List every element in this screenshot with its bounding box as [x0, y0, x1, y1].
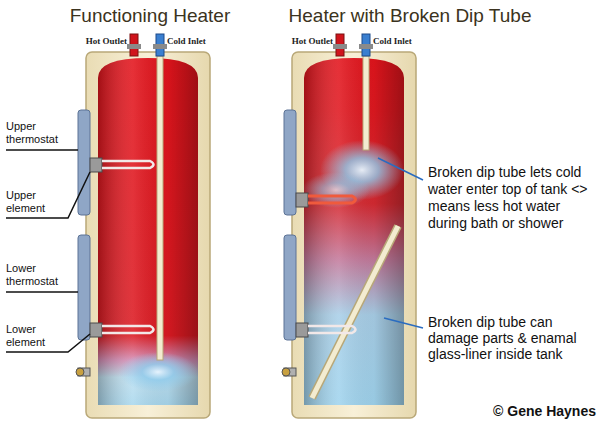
- leader-line: [6, 149, 78, 151]
- tank-water: [304, 58, 404, 405]
- heater-housing: [292, 52, 416, 418]
- thermostat: [284, 235, 296, 340]
- pipe-nut: [153, 44, 167, 49]
- thermostat: [78, 110, 90, 215]
- cold-water-plume: [302, 172, 370, 208]
- pipe-nut: [359, 44, 373, 49]
- panel-heading: Heater with Broken Dip Tube: [262, 4, 558, 28]
- element-mount: [296, 323, 308, 337]
- heater-housing: [86, 52, 210, 418]
- panel-heading: Functioning Heater: [40, 4, 260, 28]
- broken-tube-piece: [312, 226, 398, 398]
- heating-element: [102, 161, 154, 168]
- callout-note: Broken dip tube lets cold water enter to…: [428, 164, 596, 232]
- part-label: Upper thermostat: [6, 120, 74, 146]
- pipe-label: Cold Inlet: [373, 36, 429, 47]
- drain-valve: [76, 368, 84, 376]
- tank-shading: [98, 58, 198, 405]
- pipe-label: Cold Inlet: [167, 36, 223, 47]
- pipe-label: Hot Outlet: [70, 36, 127, 47]
- thermostat: [284, 110, 296, 215]
- broken-dip-tube: [363, 56, 369, 150]
- heating-element: [102, 326, 154, 333]
- heating-element: [308, 196, 356, 203]
- leader-line: [6, 291, 78, 293]
- thermostat: [78, 235, 90, 340]
- leader-line: [6, 172, 90, 218]
- leader-line: [384, 318, 423, 328]
- part-label: Lower thermostat: [6, 262, 74, 288]
- tank-shading: [304, 58, 404, 405]
- element-mount: [90, 158, 102, 172]
- dip-tube: [157, 56, 163, 360]
- part-label: Lower element: [6, 323, 66, 349]
- callout-note: Broken dip tube can damage parts & enama…: [428, 314, 596, 362]
- pipe-nut: [333, 44, 347, 49]
- element-mount: [90, 323, 102, 337]
- leader-line: [378, 158, 423, 180]
- drain-valve: [282, 368, 290, 376]
- pipe-label: Hot Outlet: [276, 36, 333, 47]
- heating-element: [308, 326, 356, 333]
- tank-water: [98, 58, 198, 405]
- part-label: Upper element: [6, 189, 66, 215]
- pipe-nut: [127, 44, 141, 49]
- copyright-note: © Gene Haynes: [456, 402, 596, 420]
- broken-tube-piece: [312, 226, 398, 398]
- element-mount: [296, 193, 308, 207]
